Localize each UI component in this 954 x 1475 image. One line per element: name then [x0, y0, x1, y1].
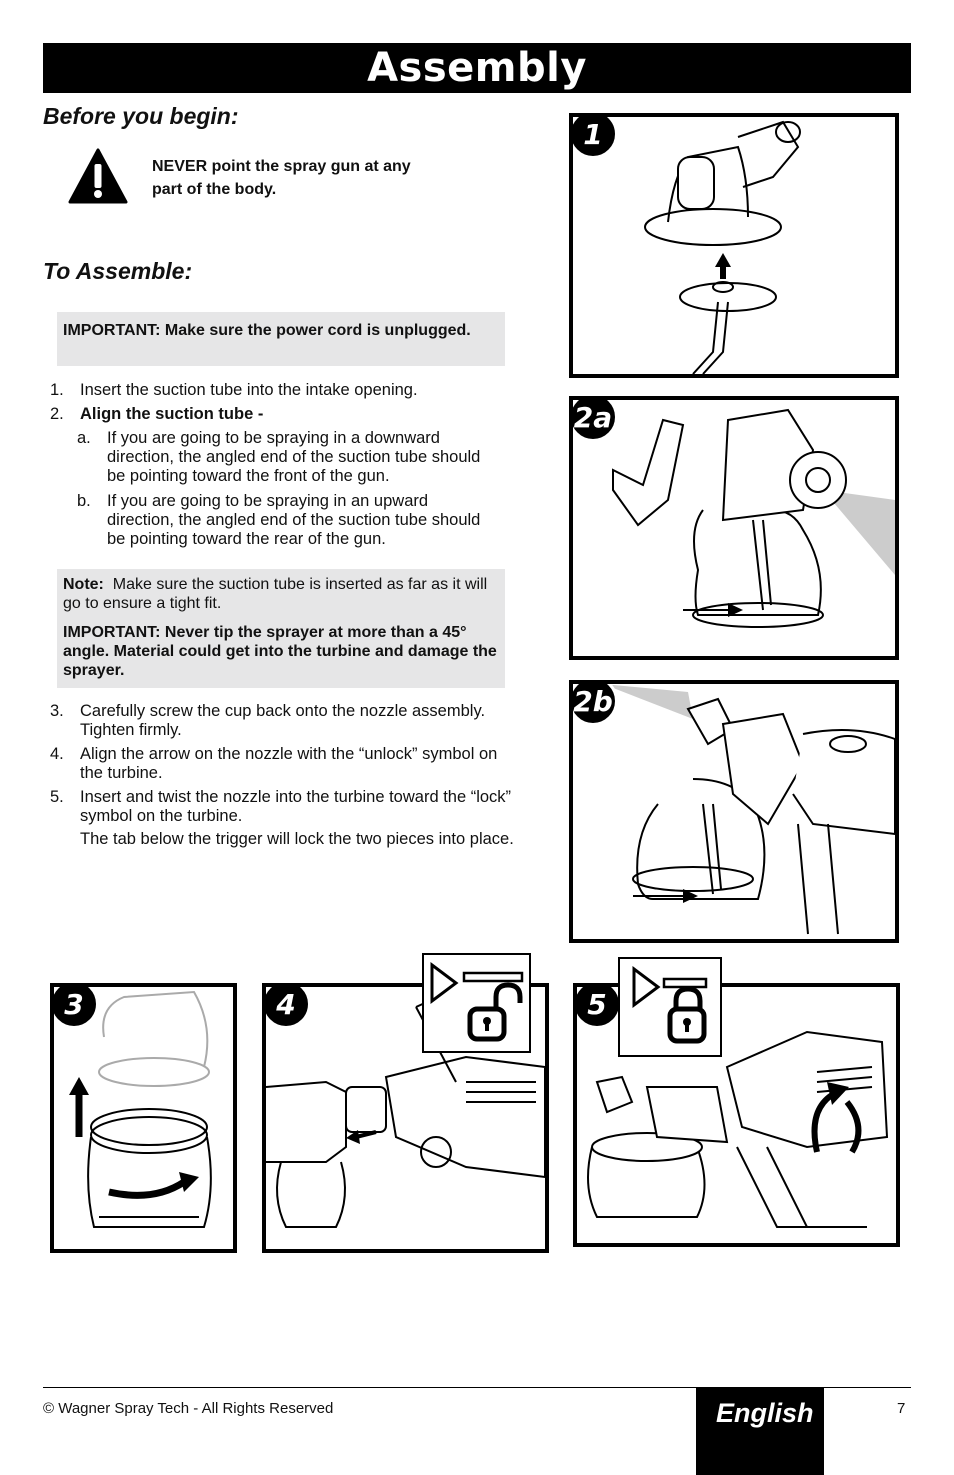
- unlock-icon: [467, 982, 523, 1042]
- nozzle-lock-illustration: [587, 1030, 889, 1228]
- figure-badge: 1: [573, 117, 618, 159]
- lock-icon: [667, 986, 707, 1044]
- important-text-1: IMPORTANT: Make sure the power cord is u…: [63, 322, 471, 339]
- page-number: 7: [897, 1400, 906, 1417]
- note-box: Note: Make sure the suction tube is inse…: [57, 569, 505, 688]
- arrow-icon: [430, 962, 459, 1004]
- assemble-heading: To Assemble:: [43, 258, 193, 284]
- title-bar: Assembly: [43, 43, 911, 93]
- language-tab: English: [696, 1388, 824, 1475]
- item-number: 3.: [50, 702, 64, 720]
- important-box-1: IMPORTANT: Make sure the power cord is u…: [57, 312, 505, 366]
- figure-1: 1: [569, 113, 899, 378]
- item-number: 4.: [50, 745, 64, 763]
- item-text: Insert and twist the nozzle into the tur…: [80, 788, 512, 825]
- important-text-2: IMPORTANT: Never tip the sprayer at more…: [63, 624, 497, 679]
- figure-badge: 4: [266, 987, 311, 1029]
- steps-list-b: 3. Carefully screw the cup back onto the…: [50, 702, 520, 854]
- item-number: b.: [77, 492, 91, 510]
- footer-divider: [43, 1387, 911, 1388]
- item-text: The tab below the trigger will lock the …: [80, 830, 514, 848]
- note-text: Make sure the suction tube is inserted a…: [63, 576, 488, 612]
- list-item: 3. Carefully screw the cup back onto the…: [50, 702, 520, 740]
- item-text: Align the suction tube -: [80, 405, 264, 423]
- figure-2a: 2a: [569, 396, 899, 660]
- list-item: 2. Align the suction tube -: [50, 405, 490, 424]
- nozzle-insert-illustration: [266, 987, 545, 1228]
- steps-list-a: 1. Insert the suction tube into the inta…: [50, 381, 490, 555]
- warning-text: NEVER point the spray gun at any part of…: [152, 158, 411, 198]
- list-subitem: b. If you are going to be spraying in an…: [50, 492, 490, 549]
- list-subitem: a. If you are going to be spraying in a …: [50, 429, 490, 486]
- spray-downward-illustration: [612, 408, 895, 628]
- spray-upward-illustration: [603, 684, 895, 935]
- item-number: 5.: [50, 788, 64, 806]
- item-text: Insert the suction tube into the intake …: [80, 381, 418, 399]
- lock-inset: [618, 957, 722, 1057]
- copyright: © Wagner Spray Tech - All Rights Reserve…: [43, 1400, 334, 1417]
- item-text: If you are going to be spraying in a dow…: [107, 429, 481, 485]
- item-number: a.: [77, 429, 91, 447]
- figure-3: 3: [50, 983, 237, 1253]
- cup-screw-illustration: [69, 990, 212, 1228]
- note-label: Note:: [63, 576, 104, 593]
- figure-badge: 2b: [573, 684, 618, 726]
- before-heading: Before you begin:: [43, 103, 239, 129]
- list-item: 5. Insert and twist the nozzle into the …: [50, 788, 520, 826]
- list-item-continuation: The tab below the trigger will lock the …: [50, 830, 520, 849]
- item-number: 2.: [50, 405, 64, 423]
- page-title: Assembly: [367, 45, 587, 91]
- list-item: 4. Align the arrow on the nozzle with th…: [50, 745, 520, 783]
- figure-2b: 2b: [569, 680, 899, 943]
- item-text: If you are going to be spraying in an up…: [107, 492, 481, 548]
- arrow-icon: [632, 966, 661, 1008]
- figure-badge: 2a: [573, 400, 618, 442]
- item-text: Align the arrow on the nozzle with the “…: [80, 745, 498, 782]
- item-number: 1.: [50, 381, 64, 399]
- spray-nozzle-illustration: [644, 120, 801, 374]
- unlock-inset: [422, 953, 531, 1053]
- item-text: Carefully screw the cup back onto the no…: [80, 702, 486, 739]
- warning-icon: [68, 148, 128, 204]
- list-item: 1. Insert the suction tube into the inta…: [50, 381, 490, 400]
